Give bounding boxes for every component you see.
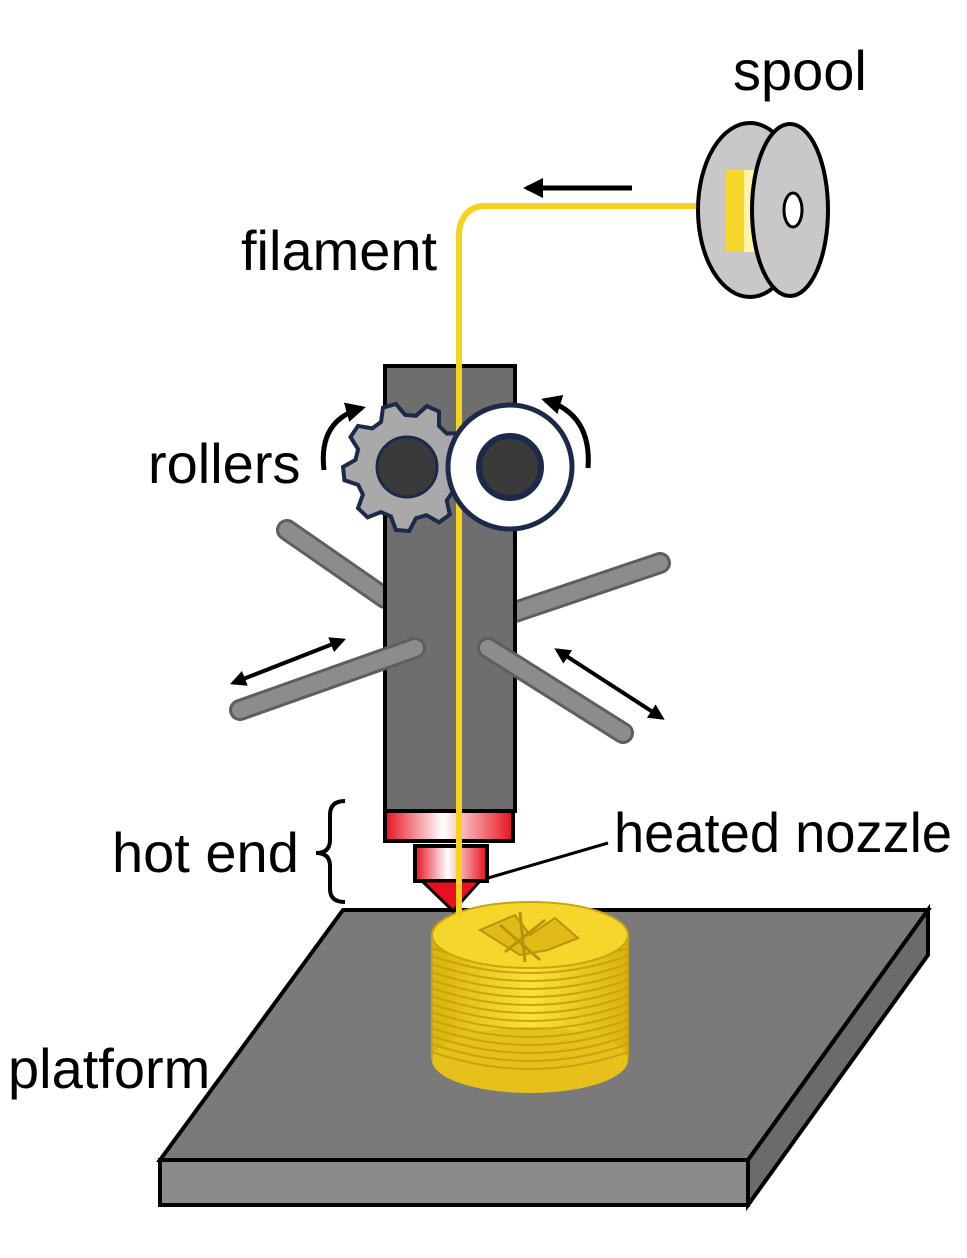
heated-nozzle bbox=[418, 879, 484, 914]
heated-nozzle-leader bbox=[487, 841, 609, 880]
label-heated-nozzle: heated nozzle bbox=[614, 801, 952, 864]
label-platform: platform bbox=[8, 1037, 210, 1100]
filament-strand bbox=[456, 203, 740, 918]
gear-roller-icon bbox=[340, 401, 473, 534]
spool-icon bbox=[696, 121, 830, 299]
guide-rods bbox=[276, 519, 671, 623]
platform-side bbox=[746, 903, 930, 1212]
label-hot-end: hot end bbox=[112, 821, 299, 884]
hot-end-bracket bbox=[315, 799, 346, 904]
y-motion-arrow bbox=[554, 648, 665, 720]
printed-object bbox=[431, 901, 629, 1093]
label-filament: filament bbox=[241, 219, 438, 282]
platform-front bbox=[158, 1158, 750, 1207]
rotation-arrow-left bbox=[320, 402, 366, 471]
label-spool: spool bbox=[733, 39, 867, 102]
idler-roller-icon bbox=[445, 402, 575, 532]
x-motion-arrow bbox=[230, 637, 346, 686]
hot-end bbox=[383, 809, 515, 914]
rotation-arrow-right bbox=[541, 394, 591, 469]
label-rollers: rollers bbox=[148, 432, 300, 495]
